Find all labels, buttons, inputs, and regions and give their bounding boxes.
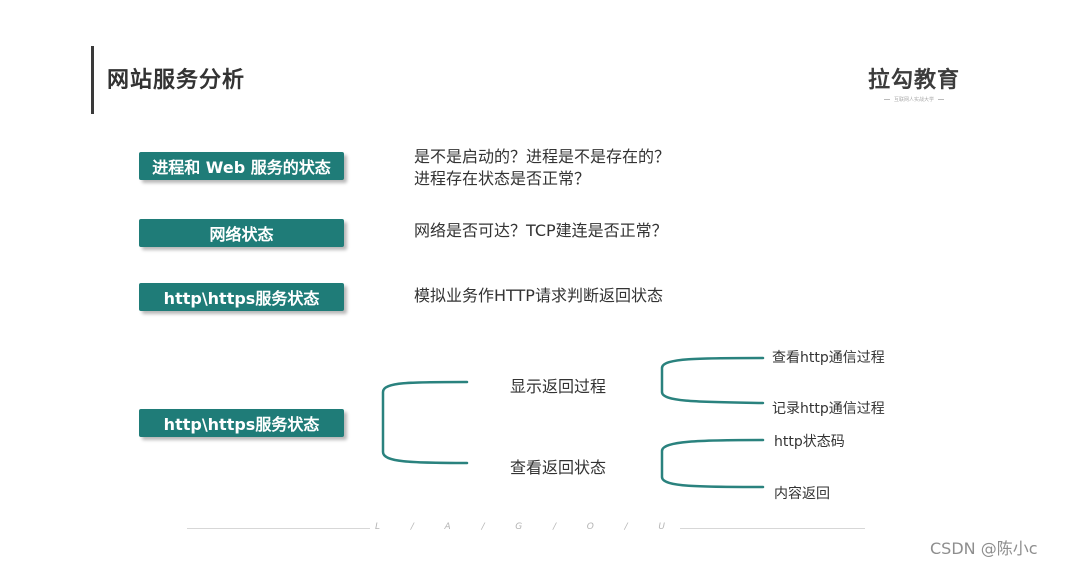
logo-text: 拉勾教育	[867, 68, 960, 93]
desc-line: 是不是启动的？进程是不是存在的？	[414, 147, 671, 166]
watermark: CSDN @陈小c	[930, 539, 1038, 558]
footer-brand-letters: L / A / G / O / U	[375, 522, 665, 532]
branch-bracket-1	[660, 356, 765, 405]
desc-line: 进程存在状态是否正常？	[414, 169, 591, 188]
tree-leaf-content: 内容返回	[774, 486, 830, 502]
footer-letter: /	[624, 522, 628, 532]
title-accent-bar	[91, 46, 94, 114]
logo-dash-right	[938, 99, 944, 100]
footer-letter: /	[552, 522, 556, 532]
tree-leaf-record-http: 记录http通信过程	[772, 401, 885, 417]
category-pill-process: 进程和 Web 服务的状态	[139, 152, 344, 180]
tree-branch-view-status: 查看返回状态	[510, 458, 607, 477]
root-bracket	[381, 380, 469, 465]
logo-tagline: 互联网人实战大学	[893, 97, 934, 103]
category-pill-network: 网络状态	[139, 219, 344, 247]
footer-letter: U	[658, 522, 665, 532]
tree-branch-show-process: 显示返回过程	[510, 377, 607, 396]
tree-root-pill: http\https服务状态	[139, 409, 344, 437]
footer-line-right	[680, 528, 865, 529]
tree-leaf-status-code: http状态码	[774, 434, 845, 450]
tree-leaf-view-http: 查看http通信过程	[772, 350, 885, 366]
footer-letter: G	[515, 522, 523, 532]
footer-line-left	[187, 528, 370, 529]
footer-letter: /	[410, 522, 414, 532]
desc-line: 网络是否可达？TCP建连是否正常？	[414, 221, 668, 240]
page-title: 网站服务分析	[107, 68, 246, 93]
category-desc-network: 网络是否可达？TCP建连是否正常？	[414, 220, 668, 242]
category-desc-process: 是不是启动的？进程是不是存在的？ 进程存在状态是否正常？	[414, 146, 670, 190]
footer-letter: /	[481, 522, 485, 532]
branch-bracket-2	[660, 438, 765, 489]
category-pill-http: http\https服务状态	[139, 283, 344, 311]
brand-logo: 拉勾教育 互联网人实战大学	[862, 62, 966, 103]
footer-letter: O	[586, 522, 594, 532]
logo-tagline-row: 互联网人实战大学	[862, 96, 966, 103]
logo-dash-left	[883, 99, 890, 100]
footer-letter: A	[444, 522, 451, 532]
footer-letter: L	[375, 522, 381, 532]
category-desc-http: 模拟业务作HTTP请求判断返回状态	[414, 285, 663, 307]
desc-line: 模拟业务作HTTP请求判断返回状态	[414, 286, 663, 305]
